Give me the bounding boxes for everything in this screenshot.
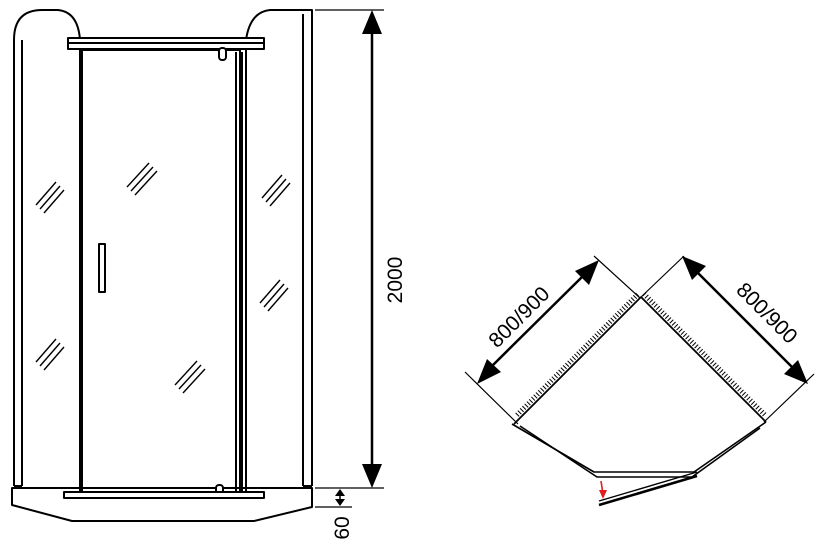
left-fixed-panel (13, 9, 81, 496)
right-side-label: 800/900 (732, 278, 802, 348)
arrow-down-icon (362, 464, 382, 488)
arrow-icon (477, 359, 501, 384)
left-side-label: 800/900 (484, 282, 554, 352)
bottom-seal (63, 491, 265, 499)
enclosure-outline (511, 421, 767, 473)
top-hinge (218, 47, 227, 61)
door-handle (98, 243, 106, 293)
base-dimension: 60 (315, 489, 354, 540)
front-view (11, 9, 313, 522)
right-fixed-panel (245, 9, 313, 496)
glass-reflection-marks (35, 162, 291, 394)
arrow-icon (575, 260, 599, 285)
arrow-up-icon (362, 10, 382, 34)
right-wall (640, 296, 767, 423)
right-side-dimension (639, 255, 815, 423)
enclosure-outline-inner (519, 425, 761, 478)
arrow-icon (784, 360, 808, 384)
left-wall (513, 296, 642, 425)
base-height-label: 60 (331, 516, 354, 539)
height-label: 2000 (384, 257, 407, 304)
arrow-icon (682, 256, 706, 280)
top-rail (67, 37, 265, 50)
open-door (598, 474, 698, 507)
right-wall-hatch (642, 292, 767, 417)
height-dimension: 2000 (315, 9, 407, 489)
plan-view: 800/900 800/900 (464, 255, 815, 507)
door-swing-arrow-icon (599, 480, 607, 499)
left-side-dimension (464, 255, 641, 425)
